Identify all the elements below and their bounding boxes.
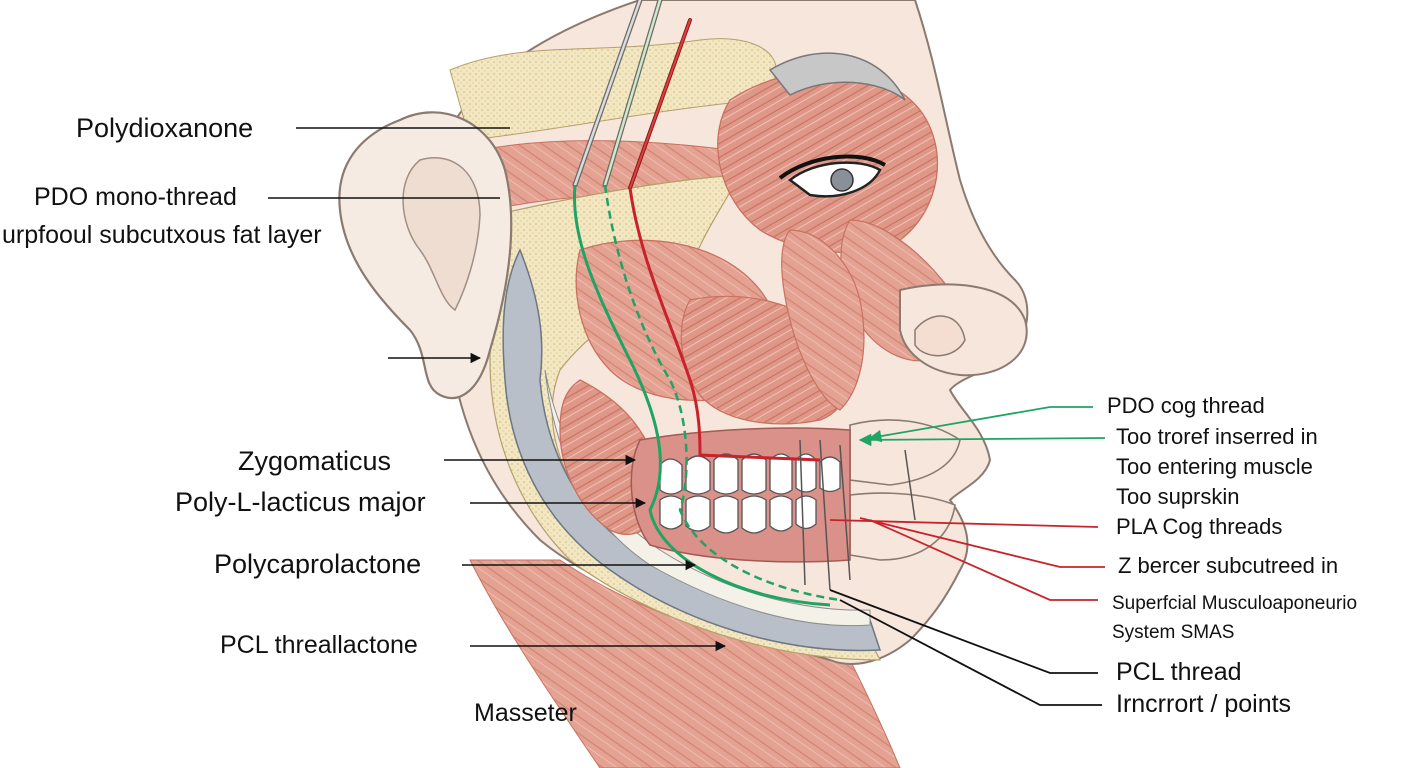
left-leader-lines bbox=[268, 127, 727, 652]
label-too-entering: Too entering muscle bbox=[1116, 454, 1313, 479]
oral-cavity bbox=[630, 427, 851, 563]
label-smas-line2: System SMAS bbox=[1112, 622, 1235, 643]
teeth bbox=[659, 453, 841, 534]
label-pcl-threallactone: PCL threallactone bbox=[220, 631, 418, 659]
eyelid bbox=[778, 154, 887, 180]
cog-thread-markers bbox=[799, 439, 916, 591]
nostril bbox=[914, 315, 966, 357]
pla-red-thread bbox=[628, 187, 821, 462]
label-pdo-cog-thread: PDO cog thread bbox=[1107, 393, 1265, 418]
label-polycaprolactone: Polycaprolactone bbox=[214, 549, 422, 579]
label-zygomaticus: Zygomaticus bbox=[238, 446, 392, 476]
levator-muscle bbox=[781, 229, 865, 411]
label-pdo-mono-thread: PDO mono-thread bbox=[34, 183, 237, 211]
pdo-green-thread-2 bbox=[603, 184, 841, 602]
ear-inner bbox=[402, 157, 481, 312]
label-too-suprskin: Too suprskin bbox=[1116, 484, 1240, 509]
brow-ridge bbox=[768, 52, 906, 101]
needles bbox=[572, 0, 692, 190]
label-masseter: Masseter bbox=[474, 699, 577, 727]
label-z-bercer: Z bercer subcutreed in bbox=[1118, 553, 1339, 578]
label-polydioxanone: Polydioxanone bbox=[76, 113, 254, 143]
pdo-green-thread bbox=[572, 184, 831, 607]
label-fat-layer: urpfooul subcutxous fat layer bbox=[2, 221, 322, 249]
label-pcl-thread: PCL thread bbox=[1116, 658, 1242, 686]
right-leader-lines bbox=[829, 406, 1106, 706]
label-too-troref: Too troref inserred in bbox=[1116, 424, 1318, 449]
label-pla-cog-threads: PLA Cog threads bbox=[1116, 514, 1283, 539]
lower-lip bbox=[849, 492, 956, 561]
scalp-layer bbox=[449, 38, 777, 141]
deep-fascia-layer bbox=[502, 248, 882, 652]
label-poly-l-lactic: Poly-L-lacticus major bbox=[175, 487, 426, 517]
label-incrrort-points: Irncrrort / points bbox=[1116, 690, 1292, 718]
label-smas-line1: Superfcial Musculoaponeurio bbox=[1112, 593, 1358, 614]
eye-iris bbox=[830, 168, 854, 192]
